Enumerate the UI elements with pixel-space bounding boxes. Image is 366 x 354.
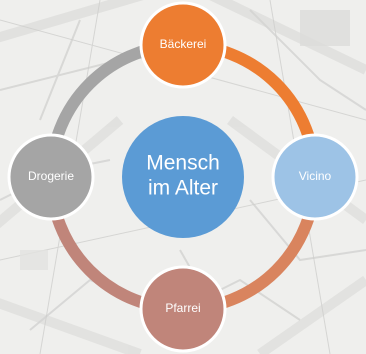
node-pfarrei-label: Pfarrei	[165, 301, 200, 315]
node-baeckerei-label: Bäckerei	[160, 37, 207, 51]
node-drogerie-circle	[7, 133, 95, 221]
node-pfarrei-circle	[139, 265, 227, 353]
node-drogerie-label: Drogerie	[28, 169, 74, 183]
center-node-line-2: im Alter	[148, 177, 218, 200]
node-vicino-label: Vicino	[299, 169, 332, 183]
node-baeckerei-circle	[139, 1, 227, 89]
center-node	[122, 116, 244, 238]
node-vicino-circle	[271, 133, 359, 221]
center-node-line-1: Mensch	[146, 152, 220, 175]
